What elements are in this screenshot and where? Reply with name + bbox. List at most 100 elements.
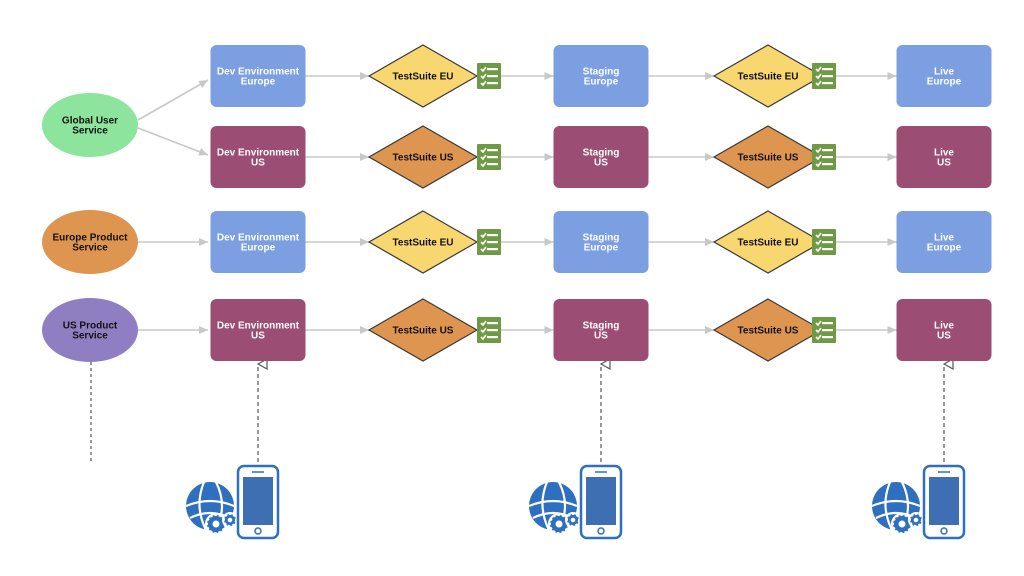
dev-env-row3-label-line: US (251, 331, 265, 342)
phone-home-button (597, 527, 605, 535)
checklist-icon-pre-staging-row3 (477, 317, 501, 343)
phone-screen (929, 477, 959, 525)
gear-hub (227, 517, 233, 523)
testsuite-pre-live-row1[interactable]: TestSuite US (712, 125, 824, 189)
checklist-icon-pre-live-row3-line (822, 329, 833, 332)
checklist-icon-pre-live-row1-line (822, 163, 833, 166)
checklist-icon-pre-staging-row1-check (480, 161, 487, 168)
checklist-icon-pre-live-row2-line (822, 241, 833, 244)
staging-env-row1-shape (553, 126, 649, 188)
testsuite-pre-staging-row3[interactable]: TestSuite US (367, 298, 479, 362)
dev-env-row1-label-line: US (251, 158, 265, 169)
device-client-layer (185, 464, 966, 540)
mobile-phone-icon (236, 464, 280, 540)
staging-env-row3-label-line: US (594, 331, 608, 342)
testsuite-pre-staging-row2[interactable]: TestSuite EU (367, 210, 479, 274)
checklist-icon-pre-staging-row1-line (487, 163, 498, 166)
service-global-shape (42, 93, 138, 157)
checklist-icon-pre-live-row3-check (815, 320, 822, 327)
checklist-icon-pre-staging-row3-check (480, 320, 487, 327)
testsuite-pre-staging-row0[interactable]: TestSuite EU (367, 44, 479, 108)
checklist-icon-pre-staging-row2 (477, 229, 501, 255)
testsuite-pre-staging-row2-label: TestSuite EU (393, 238, 454, 249)
checklist-icon-pre-staging-row1-check (480, 154, 487, 161)
mobile-phone-icon (922, 464, 966, 540)
gear-hub (212, 520, 220, 528)
checklist-icon-pre-staging-row2-check (480, 232, 487, 239)
dev-env-row2-shape (210, 211, 306, 273)
checklist-icon-pre-live-row3-line (822, 322, 833, 325)
testsuite-pre-live-row2-shape (712, 210, 824, 274)
service-global-label-line: Global User (62, 116, 118, 127)
checklist-icon-pre-staging-row0-line (487, 68, 498, 71)
globe-gear-icon (528, 481, 581, 535)
service-europe-shape (42, 210, 138, 274)
checklist-icon-pre-staging-row0-line (487, 82, 498, 85)
testsuite-pre-live-row0-shape (712, 44, 824, 108)
testsuite-pre-live-row0-label: TestSuite EU (738, 72, 799, 83)
checklist-icon-pre-live-row1-line (822, 149, 833, 152)
service-europe-label-line: Service (72, 243, 108, 254)
live-env-row1-label-line: Live (934, 148, 954, 159)
checklist-icon-pre-staging-row1 (477, 144, 501, 170)
gear-hub (570, 517, 576, 523)
dev-env-row0-label-line: Europe (241, 77, 276, 88)
live-env-row3-shape (896, 299, 992, 361)
staging-env-row2-shape (553, 211, 649, 273)
gear-hub (555, 520, 563, 528)
checklist-icon-pre-live-row2 (812, 229, 836, 255)
service-global-label-line: Service (72, 126, 108, 137)
globe-line (198, 481, 207, 531)
mobile-phone-icon (579, 464, 623, 540)
checklist-icon-pre-live-row0-line (822, 82, 833, 85)
checklist-icon-pre-live-row0-line (822, 68, 833, 71)
testsuite-pre-live-row1-label: TestSuite US (738, 153, 799, 164)
testsuite-pre-live-row3[interactable]: TestSuite US (712, 298, 824, 362)
checklist-icon-pre-staging-row2-check (480, 246, 487, 253)
testsuite-pre-live-row0[interactable]: TestSuite EU (712, 44, 824, 108)
checklist-icon-pre-live-row3-check (815, 327, 822, 334)
live-env-row0-shape (896, 45, 992, 107)
client-group-live (871, 464, 966, 540)
live-env-row3-label-line: Live (934, 321, 954, 332)
live-env-row2-label-line: Europe (927, 243, 962, 254)
checklist-icon-pre-staging-row1-check (480, 147, 487, 154)
dev-env-row1-label-line: Dev Environment (217, 148, 300, 159)
testsuite-pre-live-row3-shape (712, 298, 824, 362)
checklist-icon-pre-live-row1-check (815, 154, 822, 161)
globe-gear-icon (185, 481, 238, 535)
client-group-dev (185, 464, 280, 540)
testsuite-pre-live-row2[interactable]: TestSuite EU (712, 210, 824, 274)
live-env-row0-label-line: Europe (927, 77, 962, 88)
checklist-icon-pre-live-row1-check (815, 161, 822, 168)
staging-env-row0-label-line: Europe (584, 77, 619, 88)
service-us-label-line: US Product (63, 321, 118, 332)
testsuite-pre-staging-row1[interactable]: TestSuite US (367, 125, 479, 189)
globe-line (884, 481, 893, 531)
globe-line (541, 481, 550, 531)
